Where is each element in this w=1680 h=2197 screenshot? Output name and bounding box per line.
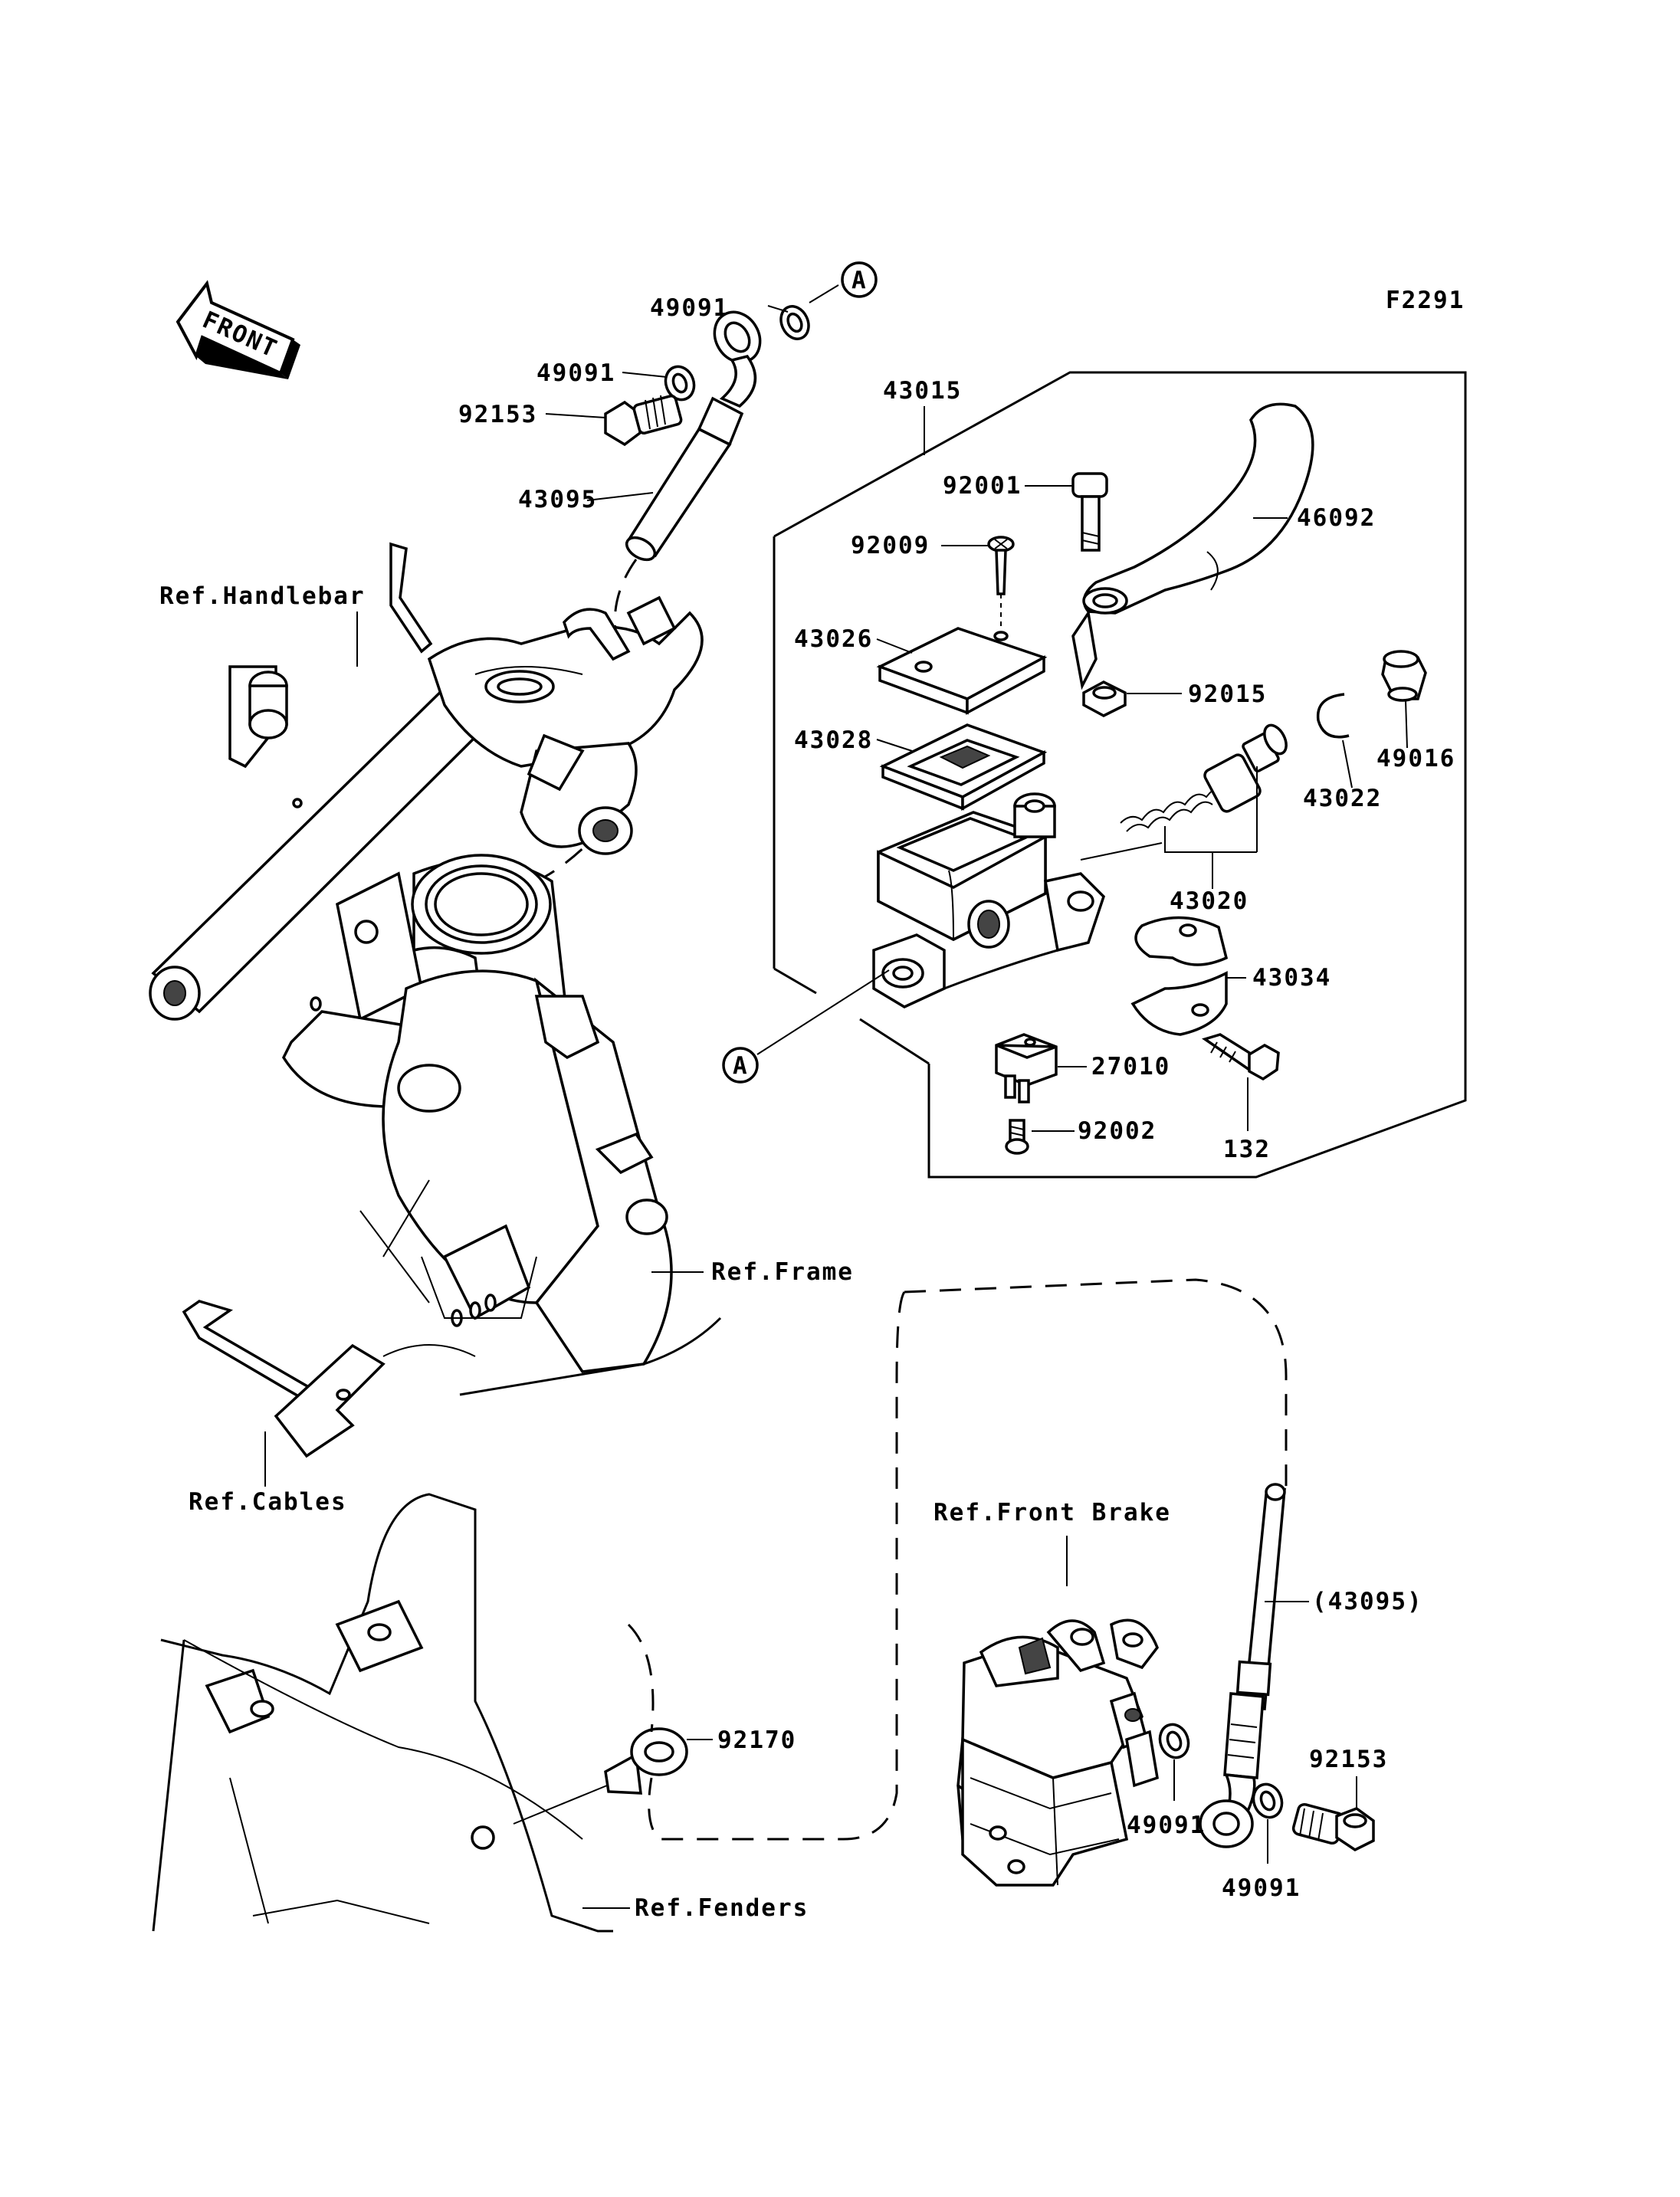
brake-lever-46092 [1071,402,1314,690]
hose-guide-92170 [513,1727,688,1825]
label-92001: 92001 [943,472,1022,500]
pivot-bolt-92001 [1071,472,1108,552]
dust-boot-49016 [1381,650,1427,702]
svg-text:A: A [733,1052,749,1080]
figure-code: F2291 [1386,287,1465,314]
cables-reference-shape [182,1300,476,1458]
label-43026: 43026 [794,625,873,653]
label-43022: 43022 [1303,785,1382,812]
frame-reference-shape [281,854,722,1396]
label-27010: 27010 [1091,1053,1170,1080]
marker-a-top: A [841,261,878,298]
label-43020: 43020 [1170,887,1249,915]
label-49091-mid: 49091 [536,359,615,387]
ref-fenders: Ref.Fenders [635,1894,809,1922]
washer-49091-bottom-right [1252,1782,1284,1819]
label-43028: 43028 [794,726,873,754]
master-cylinder-body [872,792,1106,1008]
brake-hose-43095-bottom [1199,1483,1286,1848]
label-92153-bottom: 92153 [1309,1746,1388,1773]
marker-a-bottom: A [722,1047,759,1084]
label-43034: 43034 [1252,964,1331,992]
washer-49091-mid [664,365,696,402]
svg-text:A: A [851,267,868,294]
screw-92002 [1005,1119,1029,1155]
screw-92009 [987,536,1015,595]
ref-front-brake: Ref.Front Brake [934,1499,1171,1526]
label-49091-bottom-left: 49091 [1127,1812,1206,1839]
label-92009: 92009 [851,532,930,559]
label-43095-paren: (43095) [1312,1588,1423,1615]
washer-49091-bottom-left [1158,1723,1190,1759]
bolt-132 [1202,1033,1280,1081]
clamp-holder-43034 [1130,916,1229,1036]
washer-49091-top [779,305,810,340]
label-46092: 46092 [1297,504,1376,532]
handlebar-reference-shape [149,542,704,1021]
label-49091-bottom-right: 49091 [1222,1874,1301,1902]
nut-92015 [1082,680,1127,717]
reservoir-cap-43026 [876,627,1048,715]
label-49091-top: 49091 [650,294,729,322]
fenders-reference-shape [152,1493,613,1933]
front-arrow-icon: FRONT [176,280,300,379]
label-92015: 92015 [1188,680,1267,708]
ref-handlebar: Ref.Handlebar [159,582,366,610]
ref-frame: Ref.Frame [711,1258,854,1286]
label-43095: 43095 [518,486,597,513]
diaphragm-43028 [879,723,1048,811]
front-brake-caliper [956,1618,1159,1887]
circlip-43022 [1316,693,1350,739]
label-43015: 43015 [883,377,962,405]
label-49016: 49016 [1376,745,1455,772]
label-92002: 92002 [1078,1117,1157,1145]
label-92170: 92170 [717,1726,796,1754]
piston-assembly-43020 [1120,723,1288,832]
label-132: 132 [1223,1136,1271,1163]
assembly-box-43015 [773,371,1467,1179]
banjo-bolt-92153-bottom [1291,1802,1375,1852]
banjo-bolt-92153-top [604,394,683,447]
label-92153-top: 92153 [458,401,537,428]
ref-cables: Ref.Cables [189,1488,347,1516]
brake-hose-43095-top [625,310,762,562]
brake-switch-27010 [995,1033,1058,1103]
